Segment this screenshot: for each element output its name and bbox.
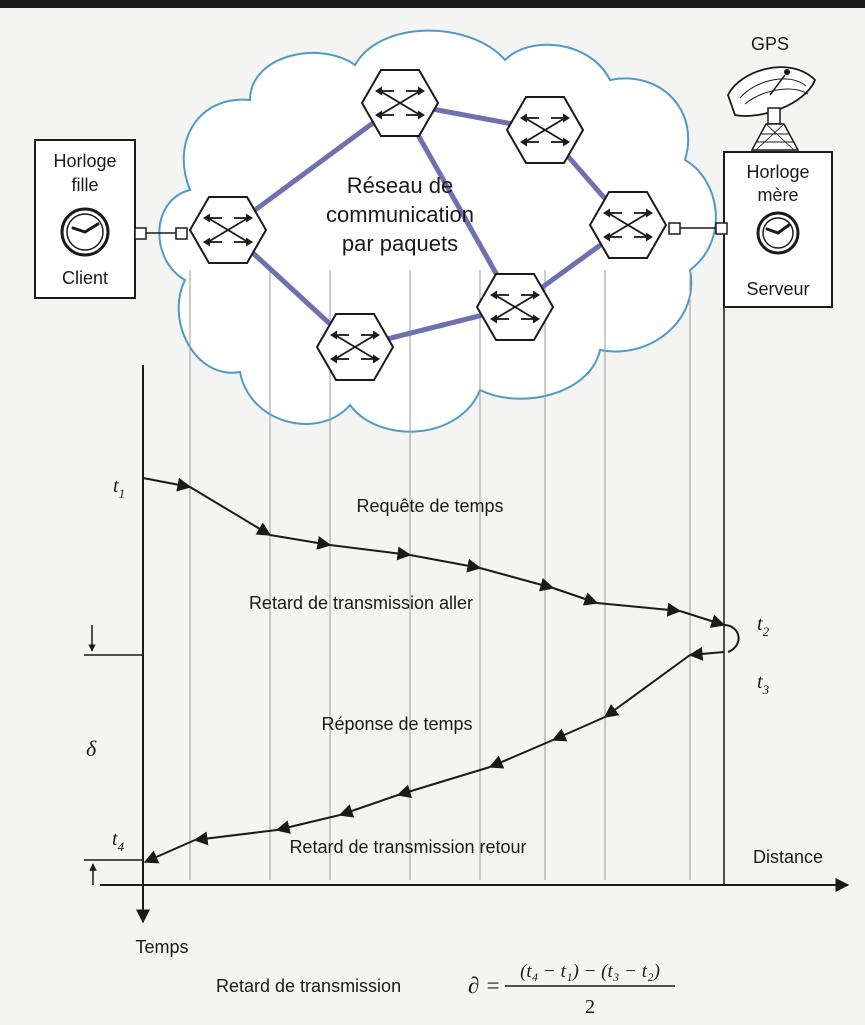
t1-label: t1 [113,475,125,501]
forward-delay-label: Retard de transmission aller [249,593,473,613]
packet-hop-arrow [679,610,726,628]
packet-hop-arrow [603,654,691,718]
server-clock-label-2: mère [757,185,798,205]
t4-label: t4 [112,828,125,854]
server-turnaround [723,624,740,653]
formula-lhs: ∂ = [468,973,501,998]
client-clock-label-1: Horloge [53,151,116,171]
packet-hop-arrow [396,766,491,799]
return-delay-label: Retard de transmission retour [289,837,526,857]
server-box: Horloge mère Serveur [723,151,833,308]
router-port [175,227,188,240]
response-label: Réponse de temps [321,714,472,734]
packet-hop-arrow [193,829,278,846]
t3-label: t3 [757,671,770,697]
response-path [143,646,725,864]
packet-hop-arrow [269,534,332,550]
network-link [226,100,402,233]
packet-hop-arrow [552,587,599,606]
client-clock-label-2: fille [71,175,98,195]
delay-formula-label: Retard de transmission [216,976,401,996]
router-port [668,222,681,235]
packet-hop-arrow [329,544,412,561]
packet-hop-arrow [189,486,272,536]
packet-hop-arrow [409,554,482,573]
client-box: Horloge fille Client [34,139,136,299]
client-port [134,227,147,240]
server-port [715,222,728,235]
server-box-frame [723,151,833,308]
packet-hop-arrow [488,739,554,769]
network-label-line1: Réseau de [347,173,453,198]
formula-numerator: (t₄ − t₁) − (t₃ − t₂) [520,961,660,982]
server-clock-label-1: Horloge [746,162,809,182]
server-clock-icon [756,211,800,255]
packet-hop-arrow [142,477,192,492]
packet-hop-arrow [479,567,555,592]
network-label-line2: communication [326,202,474,227]
packet-hop-arrow [275,814,341,834]
server-label: Serveur [746,279,809,299]
packet-hop-arrow [338,794,399,818]
delta-marker [84,625,143,885]
request-label: Requête de temps [356,496,503,516]
time-axis-label: Temps [135,937,188,957]
delta-symbol: δ [86,736,97,761]
top-band [0,0,865,8]
distance-label: Distance [753,847,823,867]
packet-hop-arrow [143,839,196,864]
gps-label: GPS [751,34,789,54]
packet-hop-arrow [596,602,682,617]
client-label: Client [62,268,108,288]
network-label-line3: par paquets [342,231,458,256]
formula-denominator: 2 [585,996,595,1018]
packet-hop-arrow [551,716,606,742]
request-path [142,477,726,628]
vertical-gridlines [189,270,691,880]
gps-dish-icon [727,66,817,151]
packet-hop-arrow [688,646,725,661]
client-box-frame [34,139,136,299]
t2-label: t2 [757,613,770,639]
client-clock-icon [60,207,110,257]
